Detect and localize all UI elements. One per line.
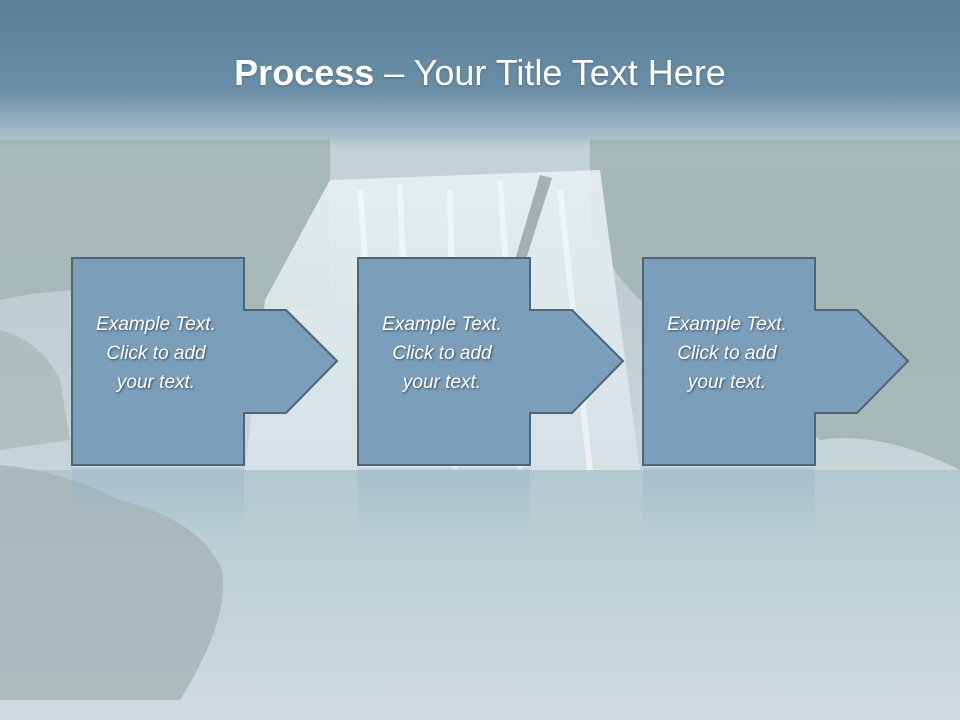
step-1-text: Example Text. Click to add your text. bbox=[70, 310, 242, 397]
step-1-line-1: Example Text. bbox=[96, 314, 216, 335]
step-2-line-3: your text. bbox=[402, 372, 482, 393]
step-1-arrow-box bbox=[71, 257, 339, 466]
step-3-line-3: your text. bbox=[687, 372, 767, 393]
step-2-line-1: Example Text. bbox=[382, 314, 502, 335]
step-1-reflection bbox=[72, 468, 244, 538]
step-2-arrow-box bbox=[357, 257, 625, 466]
step-1-line-2: Click to add bbox=[106, 343, 206, 364]
slide-title: Process – Your Title Text Here bbox=[0, 52, 960, 94]
process-step-1[interactable]: Example Text. Click to add your text. bbox=[70, 256, 360, 468]
step-3-text: Example Text. Click to add your text. bbox=[641, 310, 813, 397]
step-2-text: Example Text. Click to add your text. bbox=[356, 310, 528, 397]
process-step-2[interactable]: Example Text. Click to add your text. bbox=[356, 256, 646, 468]
step-1-line-3: your text. bbox=[116, 372, 196, 393]
step-3-line-2: Click to add bbox=[677, 343, 777, 364]
step-3-reflection bbox=[643, 468, 815, 538]
step-3-arrow-box bbox=[642, 257, 910, 466]
title-rest: – Your Title Text Here bbox=[374, 52, 726, 93]
process-step-3[interactable]: Example Text. Click to add your text. bbox=[641, 256, 931, 468]
step-2-line-2: Click to add bbox=[392, 343, 492, 364]
title-band bbox=[0, 0, 960, 150]
step-2-reflection bbox=[358, 468, 530, 538]
title-bold: Process bbox=[234, 52, 375, 93]
step-3-line-1: Example Text. bbox=[667, 314, 787, 335]
